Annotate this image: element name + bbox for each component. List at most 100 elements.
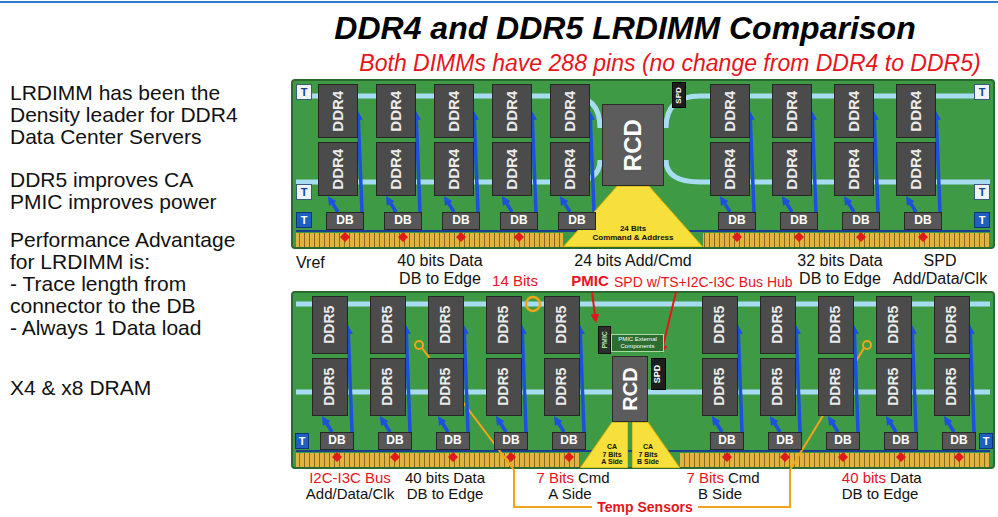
node-text: DB	[502, 434, 519, 447]
dram-chip: DDR4	[492, 84, 532, 138]
data-buffer: DB	[942, 432, 976, 450]
node-text: DDR5	[712, 368, 727, 406]
data-connector	[874, 119, 878, 212]
node-text: DDR4	[784, 91, 801, 132]
subtitle: Both DIMMs have 288 pins (no change from…	[359, 51, 980, 76]
data-connector	[854, 333, 858, 432]
ca-region-outline	[632, 422, 680, 468]
data-connector	[936, 119, 940, 212]
dram-chip: DDR4	[710, 84, 750, 138]
side-note: X4 & x8 DRAM	[10, 377, 151, 399]
data-connector	[812, 119, 816, 212]
dram-chip: DDR5	[760, 296, 796, 354]
node-text: T	[299, 435, 306, 447]
data-buffer: DB	[552, 432, 586, 450]
dram-chip: DDR4	[318, 84, 358, 138]
node-text: DB	[728, 214, 745, 227]
node-text: DB	[336, 214, 353, 227]
node-text: DB	[914, 214, 931, 227]
dram-chip: DDR4	[896, 142, 936, 196]
data-connector	[532, 119, 536, 212]
dram-chip: DDR5	[370, 296, 406, 354]
leader-arrow	[592, 292, 595, 315]
data-connector	[910, 203, 916, 212]
data-buffer: DB	[494, 432, 528, 450]
node-text: T	[301, 186, 308, 198]
data-buffer: DB	[326, 212, 364, 230]
rcd-chip: RCD	[602, 104, 664, 186]
data-connector	[326, 423, 332, 432]
ca-region-outline	[563, 186, 703, 247]
node-text: DDR4	[446, 149, 463, 190]
data-buffer: DB	[500, 212, 538, 230]
data-connector	[848, 203, 854, 212]
node-text: DDR4	[446, 91, 463, 132]
pmic-chip: PMIC	[598, 326, 611, 354]
dram-chip: DDR5	[934, 296, 970, 354]
bits-highlight-circle	[526, 297, 540, 311]
bus-label: Cmd	[728, 470, 760, 486]
node-text: DB	[328, 434, 345, 447]
edge-contacts	[296, 233, 563, 247]
data-connector	[464, 333, 468, 432]
data-buffer: DB	[768, 432, 802, 450]
dram-chip: DDR4	[376, 142, 416, 196]
node-text: CA	[643, 443, 653, 451]
node-text: DDR5	[944, 368, 959, 406]
node-text: DDR5	[496, 368, 511, 406]
node-text: PMIC	[601, 331, 609, 349]
data-connector	[558, 423, 564, 432]
node-text: DDR5	[322, 306, 337, 344]
node-text: 24 Bits	[620, 225, 646, 234]
node-text: 7 Bits	[602, 451, 621, 459]
dram-chip: DDR4	[834, 84, 874, 138]
node-text: DB	[444, 434, 461, 447]
node-text: DDR5	[438, 306, 453, 344]
node-text: DDR4	[908, 91, 925, 132]
node-text: DDR5	[886, 368, 901, 406]
callout-label: Temp Sensors	[597, 500, 692, 515]
data-connector	[912, 333, 916, 432]
data-connector	[796, 333, 800, 432]
edge-contacts	[703, 233, 990, 247]
leader-arrow	[663, 292, 676, 346]
data-connector	[406, 333, 410, 432]
dram-chip: DDR4	[772, 142, 812, 196]
data-connector	[738, 333, 742, 432]
bus-label: 7 Bits	[536, 470, 574, 486]
dram-chip: DDR4	[376, 84, 416, 138]
node-text: DDR4	[562, 149, 579, 190]
ddr4-board	[292, 80, 994, 248]
dram-chip: DDR5	[760, 358, 796, 416]
dram-chip: DDR4	[318, 142, 358, 196]
dram-chip: DDR5	[428, 358, 464, 416]
data-connector	[750, 119, 754, 212]
bus-label: 32 bits Data DB to Edge	[784, 252, 896, 288]
data-connector	[416, 119, 420, 212]
side-note: PMIC improves power	[10, 191, 217, 213]
dram-chip: DDR5	[818, 358, 854, 416]
node-text: DB	[950, 434, 967, 447]
dram-chip: DDR5	[544, 358, 580, 416]
data-buffer: DB	[842, 212, 880, 230]
node-text: SPD	[675, 87, 684, 103]
node-text: SPD	[654, 365, 664, 384]
bus-label: Add/Data/Clk	[306, 486, 394, 502]
spd-hub-chip: SPD	[651, 358, 666, 390]
dram-chip: DDR5	[370, 358, 406, 416]
bus-label: Data	[890, 470, 922, 486]
data-connector	[832, 423, 838, 432]
pmic-components: PMIC External Components	[611, 334, 664, 352]
data-buffer: DB	[780, 212, 818, 230]
bus-label: DB to Edge	[842, 486, 919, 502]
side-note: - Always 1 Data load	[10, 317, 201, 339]
data-connector	[500, 423, 506, 432]
node-text: DB	[852, 214, 869, 227]
side-note: Performance Advantage for LRDIMM is:	[10, 229, 255, 273]
node-text: DB	[452, 214, 469, 227]
dram-chip: DDR5	[876, 358, 912, 416]
side-note: LRDIMM has been the Density leader for D…	[10, 82, 255, 148]
data-connector	[506, 203, 512, 212]
node-text: DDR5	[944, 306, 959, 344]
